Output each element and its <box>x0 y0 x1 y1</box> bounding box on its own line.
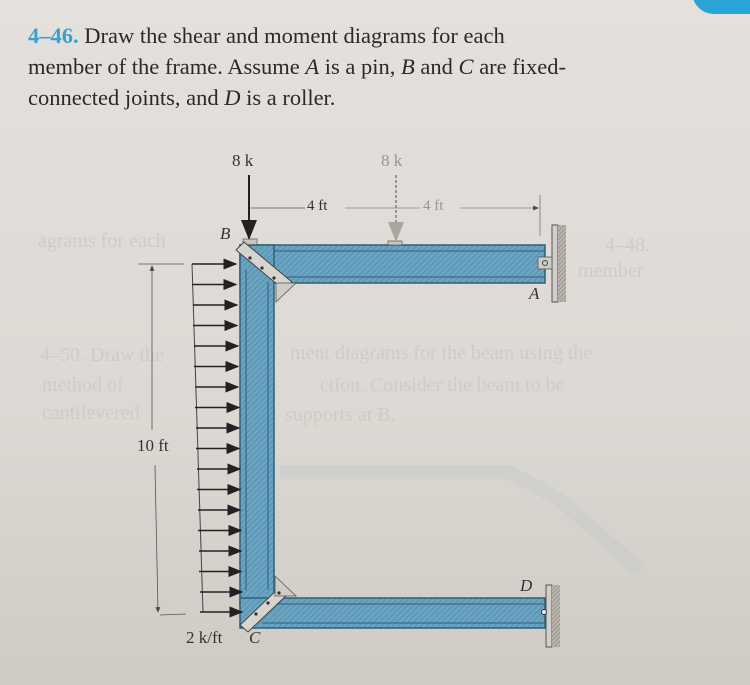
dimension-horizontal <box>251 195 541 236</box>
load-label-8k-left: 8 k <box>232 151 254 170</box>
ghost-text: 4–50. Draw the <box>40 344 164 366</box>
ghost-text: agrams for each <box>38 230 166 252</box>
dimension-vertical <box>138 263 187 616</box>
ghost-text: cantilevered <box>42 402 140 424</box>
ghost-text: ction. Consider the beam to be <box>320 374 565 396</box>
joint-label-D: D <box>520 576 533 595</box>
joint-B-plate <box>235 241 298 303</box>
load-label-8k-mid: 8 k <box>381 151 403 170</box>
ghost-text: ment diagrams for the beam using the <box>290 342 593 364</box>
dim-label-4ft-left: 4 ft <box>307 198 328 214</box>
support-D-roller <box>541 584 560 648</box>
support-A-pin <box>537 224 566 303</box>
problem-number: 4–46. <box>28 23 79 48</box>
distributed-load <box>191 258 244 618</box>
problem-statement: 4–46. Draw the shear and moment diagrams… <box>28 20 728 113</box>
problem-line-3: connected joints, and D is a roller. <box>28 85 336 110</box>
joint-label-B: B <box>220 224 231 243</box>
page-tab-marker <box>692 0 750 14</box>
ghost-text: supports at B. <box>285 404 396 426</box>
dim-label-10ft: 10 ft <box>137 436 169 455</box>
ghost-text: 4–48. <box>605 234 650 256</box>
distributed-load-label: 2 k/ft <box>186 628 223 647</box>
member-CD <box>239 597 546 629</box>
member-BC <box>239 244 275 606</box>
joint-label-C: C <box>249 628 261 647</box>
problem-line-2: member of the frame. Assume A is a pin, … <box>28 54 567 79</box>
joint-C-plate <box>239 575 297 633</box>
joint-label-A: A <box>529 284 540 303</box>
dim-label-4ft-right: 4 ft <box>423 198 444 214</box>
ghost-diagram <box>280 465 645 576</box>
ghost-text: method of <box>42 374 124 396</box>
problem-line-1: 4–46. Draw the shear and moment diagrams… <box>28 23 505 48</box>
ghost-text: member <box>578 260 644 282</box>
